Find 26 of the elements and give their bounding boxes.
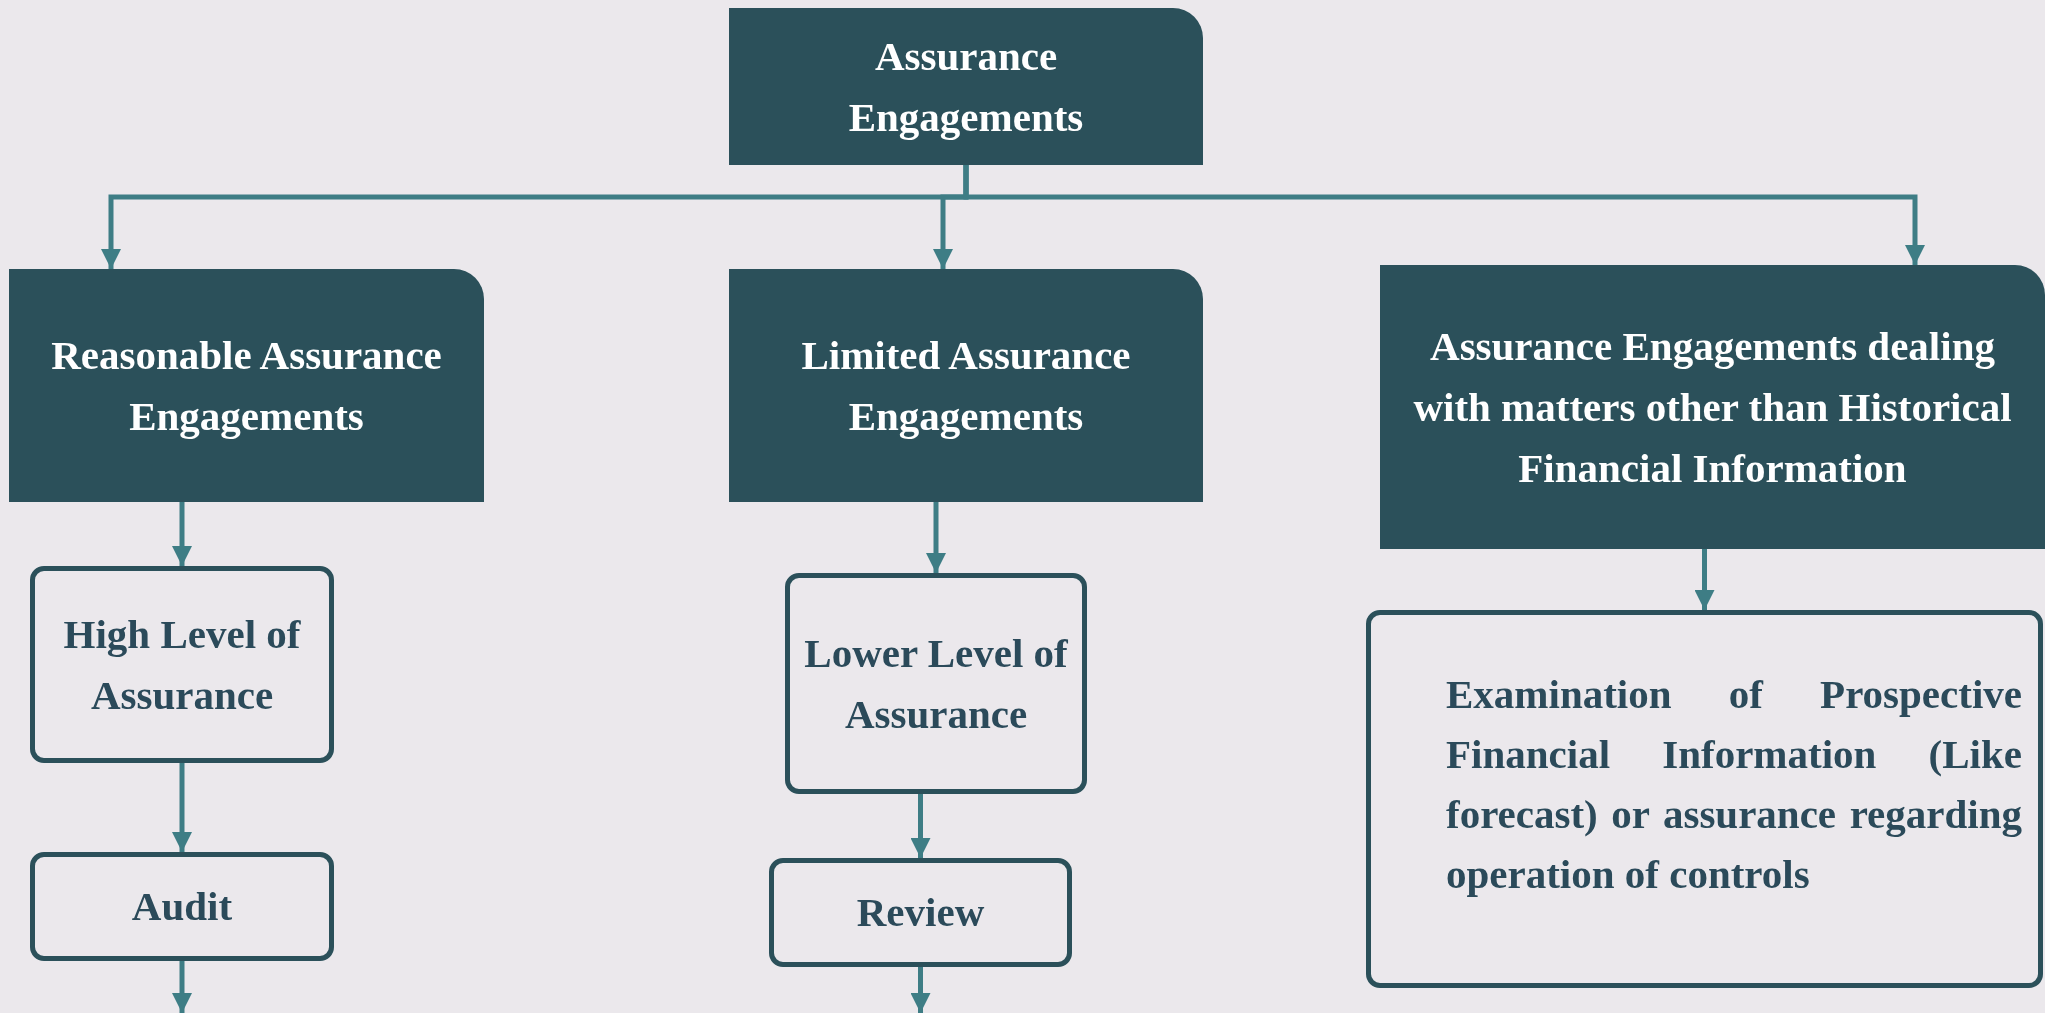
process-box	[729, 269, 1203, 502]
arrow	[910, 794, 931, 858]
process-box	[769, 858, 1072, 967]
process-box	[9, 269, 484, 502]
node-label: Assurance Engagements	[847, 31, 1085, 142]
process-box	[30, 852, 334, 961]
node-label: Review	[856, 888, 985, 937]
arrow	[963, 165, 1925, 265]
arrow	[172, 961, 192, 1013]
arrow	[172, 502, 192, 566]
node-label: Assurance Engagements dealing with matters other than Historical Financial Information	[1412, 321, 2013, 493]
arrow	[1694, 549, 1715, 610]
node-label: Lower Level of Assurance	[803, 628, 1069, 739]
arrow	[172, 763, 192, 852]
process-box	[30, 566, 334, 763]
process-box	[785, 573, 1087, 794]
node-label: High Level of Assurance	[62, 609, 302, 720]
node-label: Examination of Prospective Financial Information (Like forecast) or assurance regarding operation of controls	[1446, 670, 2022, 899]
arrow	[926, 502, 946, 573]
process-box	[1380, 265, 2045, 549]
node-label: Reasonable Assurance Engagements	[50, 330, 443, 441]
process-box	[729, 8, 1203, 165]
process-box	[1366, 610, 2043, 988]
arrow	[910, 967, 931, 1013]
node-label: Audit	[131, 882, 233, 931]
node-label: Limited Assurance Engagements	[800, 330, 1132, 441]
